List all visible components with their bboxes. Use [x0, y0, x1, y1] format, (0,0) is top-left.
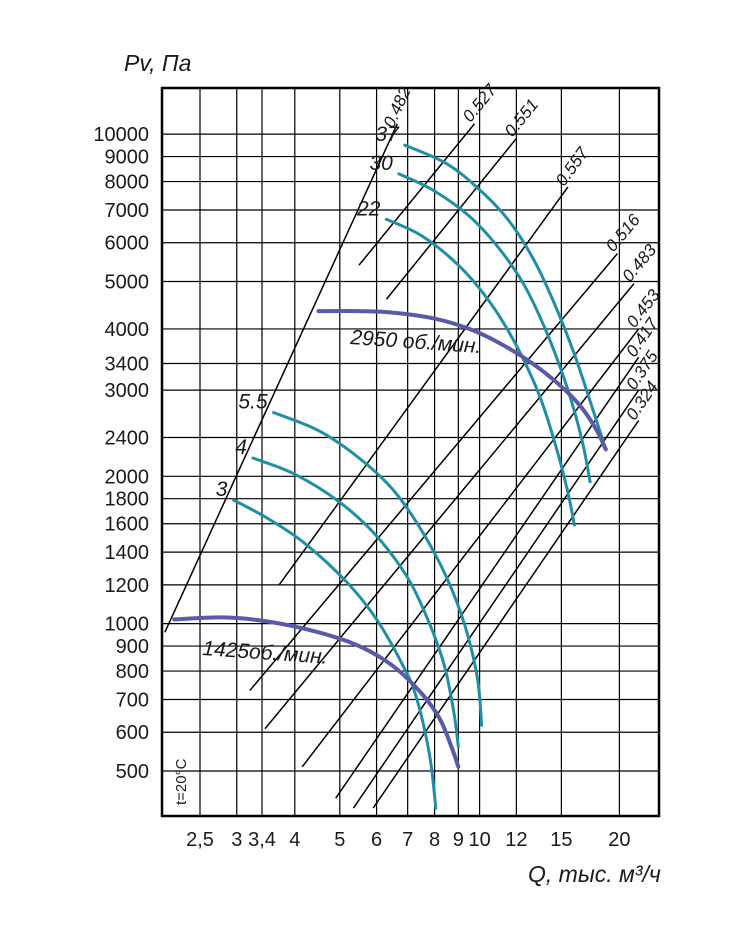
y-tick-label: 9000 — [105, 147, 150, 169]
y-tick-label: 8000 — [105, 172, 150, 194]
efficiency-label: 0.483 — [618, 240, 660, 285]
y-tick-label: 900 — [116, 636, 149, 658]
y-tick-label: 800 — [116, 661, 149, 683]
x-tick-label: 6 — [371, 829, 382, 851]
power-label: 37 — [375, 123, 400, 146]
x-tick-label: 3 — [231, 829, 242, 851]
efficiency-label: 0.557 — [552, 144, 593, 190]
efficiency-line — [164, 123, 398, 633]
power-label: 22 — [356, 197, 381, 220]
efficiency-line — [352, 389, 640, 809]
x-tick-label: 3,4 — [248, 829, 276, 851]
y-tick-label: 1400 — [105, 542, 150, 564]
efficiency-line — [301, 328, 640, 768]
x-axis-title: Q, тыс. м³/ч — [528, 861, 661, 887]
y-tick-label: 7000 — [105, 200, 150, 222]
efficiency-line — [358, 123, 476, 266]
x-tick-label: 4 — [289, 829, 300, 851]
power-curve — [251, 456, 460, 749]
x-tick-label: 12 — [505, 829, 527, 851]
efficiency-lines — [164, 123, 640, 809]
y-axis-title: Pv, Па — [124, 50, 191, 76]
x-tick-label: 8 — [429, 829, 440, 851]
power-curve — [272, 411, 484, 727]
speed-label: 2950 об./мин. — [349, 326, 482, 358]
power-labels: 34 5.5 22 30 37 — [216, 123, 400, 501]
speed-label: 1425об./мин. — [202, 637, 329, 669]
y-tick-label: 3400 — [105, 353, 150, 375]
x-tick-label: 2,5 — [186, 829, 214, 851]
plot-frame — [160, 86, 661, 818]
y-tick-label: 6000 — [105, 233, 150, 255]
power-curve — [403, 143, 608, 451]
power-curve — [384, 217, 576, 527]
x-tick-label: 10 — [468, 829, 490, 851]
y-tick-label: 3000 — [105, 380, 150, 402]
speed-curves — [172, 309, 608, 769]
efficiency-line — [264, 283, 635, 730]
y-tick-label: 1000 — [105, 614, 150, 636]
power-label: 5.5 — [238, 390, 268, 413]
power-label: 4 — [235, 436, 247, 459]
x-tick-label: 20 — [608, 829, 630, 851]
y-tick-label: 2000 — [105, 466, 150, 488]
power-label: 3 — [216, 478, 228, 501]
power-curves — [231, 143, 608, 810]
x-tick-label: 9 — [453, 829, 464, 851]
x-tick-label: 15 — [550, 829, 572, 851]
y-tick-label: 700 — [116, 689, 149, 711]
x-tick-label: 7 — [402, 829, 413, 851]
efficiency-line — [335, 356, 640, 799]
y-tick-label: 500 — [116, 761, 149, 783]
y-tick-label: 1800 — [105, 489, 150, 511]
speed-curve — [172, 615, 461, 769]
y-tick-label: 2400 — [105, 428, 150, 450]
power-curve — [231, 498, 438, 810]
grid — [162, 88, 659, 816]
efficiency-line — [372, 420, 640, 809]
power-label: 30 — [369, 152, 393, 175]
x-tick-label: 5 — [334, 829, 345, 851]
y-tick-label: 10000 — [93, 124, 149, 146]
y-tick-label: 1200 — [105, 575, 150, 597]
y-tick-label: 600 — [116, 722, 149, 744]
efficiency-line — [385, 137, 517, 300]
power-curve — [397, 172, 592, 484]
y-tick-label: 4000 — [105, 319, 150, 341]
efficiency-line — [249, 253, 618, 692]
y-tick-label: 5000 — [105, 272, 150, 294]
efficiency-line — [278, 186, 569, 586]
y-tick-label: 1600 — [105, 514, 150, 536]
speed-curve — [316, 309, 608, 452]
temperature-note: t=20°C — [173, 758, 190, 805]
